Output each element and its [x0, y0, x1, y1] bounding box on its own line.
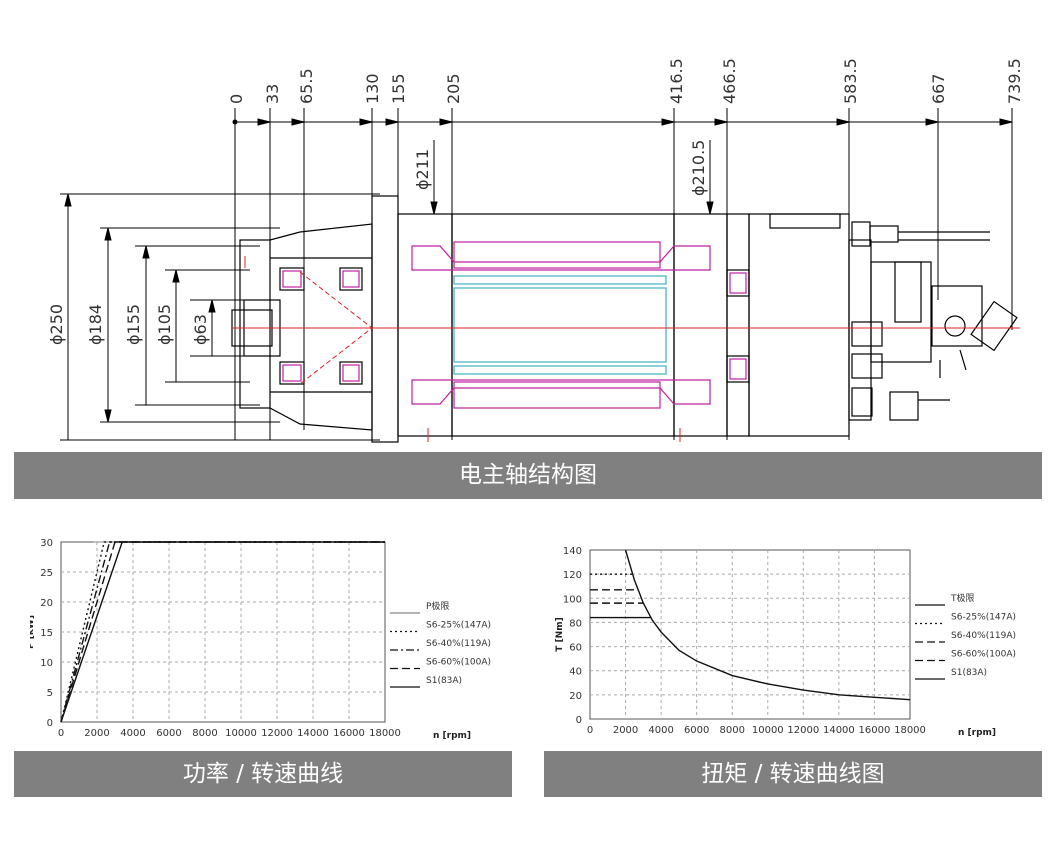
y-axis-label: T [Nm]	[555, 617, 565, 651]
diameter-dimension-lines	[60, 193, 380, 441]
y-tick-label: 10	[40, 658, 53, 669]
series-line	[60, 541, 385, 723]
x-tick-label: 18000	[369, 728, 401, 739]
x-tick-label: 14000	[823, 725, 855, 736]
x-tick-label: 6000	[684, 725, 709, 736]
y-tick-label: 140	[563, 546, 582, 557]
legend-label: T极限	[950, 592, 975, 604]
y-tick-label: 30	[40, 538, 53, 549]
diameter-dim-label: ϕ250	[47, 304, 66, 345]
plot-area	[589, 549, 911, 720]
length-dim-label: 739.5	[1005, 58, 1024, 104]
x-tick-label: 0	[587, 725, 593, 736]
diameter-dim-label: ϕ155	[124, 304, 143, 345]
legend-label: S6-60%(100A)	[426, 658, 491, 668]
x-axis-label: n [rpm]	[433, 731, 471, 741]
bore-dim-label: ϕ210.5	[689, 140, 708, 196]
x-tick-label: 16000	[859, 725, 891, 736]
diameter-dimension-labels: ϕ250 ϕ184 ϕ155 ϕ105 ϕ63	[47, 304, 210, 345]
diameter-dim-label: ϕ105	[155, 304, 174, 345]
power-chart-caption: 功率 / 转速曲线	[14, 751, 512, 797]
length-dim-label: 65.5	[297, 68, 316, 104]
x-tick-label: 8000	[192, 728, 217, 739]
length-dim-label: 0	[227, 94, 246, 104]
x-tick-label: 14000	[297, 728, 329, 739]
legend-label: S1(83A)	[951, 668, 987, 678]
x-tick-label: 18000	[894, 725, 926, 736]
length-dim-label: 155	[389, 73, 408, 104]
y-tick-label: 25	[40, 568, 53, 579]
y-tick-label: 80	[569, 618, 582, 629]
legend-label: S6-40%(119A)	[426, 639, 491, 649]
length-dim-label: 416.5	[667, 58, 686, 104]
legend-label: S6-60%(100A)	[951, 650, 1016, 660]
y-tick-label: 0	[576, 715, 582, 726]
y-tick-label: 40	[569, 667, 582, 678]
rotor	[453, 275, 667, 375]
bore-dimension-callouts	[430, 140, 714, 215]
x-tick-label: 2000	[84, 728, 109, 739]
y-tick-label: 0	[47, 718, 53, 729]
x-tick-label: 12000	[787, 725, 819, 736]
y-tick-label: 5	[47, 688, 53, 699]
x-axis-label: n [rpm]	[958, 728, 996, 738]
x-tick-label: 4000	[120, 728, 145, 739]
diameter-dim-label: ϕ63	[191, 314, 210, 345]
length-dim-label: 466.5	[720, 58, 739, 104]
y-tick-label: 60	[569, 643, 582, 654]
y-tick-label: 20	[569, 691, 582, 702]
legend-label: S6-25%(147A)	[426, 621, 491, 631]
legend-label: S6-25%(147A)	[951, 613, 1016, 623]
length-dim-label: 583.5	[841, 58, 860, 104]
x-tick-label: 4000	[648, 725, 673, 736]
y-tick-label: 100	[563, 594, 582, 605]
x-tick-label: 10000	[752, 725, 784, 736]
y-tick-label: 120	[563, 570, 582, 581]
x-tick-label: 6000	[156, 728, 181, 739]
x-tick-label: 10000	[225, 728, 257, 739]
x-tick-label: 8000	[719, 725, 744, 736]
length-dimension-labels: 0 33 65.5 130 155 205 416.5 466.5 583.5 …	[227, 58, 1024, 104]
spindle-structure-drawing: 0 33 65.5 130 155 205 416.5 466.5 583.5 …	[47, 58, 1024, 443]
length-dim-label: 205	[444, 73, 463, 104]
series-line	[60, 541, 385, 723]
length-dim-label: 667	[929, 73, 948, 104]
centerline	[232, 256, 1020, 442]
legend-label: P极限	[426, 600, 449, 612]
diameter-dim-label: ϕ184	[86, 304, 105, 345]
legend-label: S1(83A)	[426, 676, 462, 686]
x-tick-label: 16000	[333, 728, 365, 739]
y-tick-label: 20	[40, 598, 53, 609]
legend-label: S6-40%(119A)	[951, 631, 1016, 641]
structure-diagram-caption: 电主轴结构图	[14, 452, 1042, 499]
x-tick-label: 12000	[261, 728, 293, 739]
spindle-body	[231, 195, 1018, 443]
x-tick-label: 2000	[613, 725, 638, 736]
power-speed-chart: 0 2000 4000 6000 8000 10000 12000 14000 16000 180…	[30, 538, 491, 741]
torque-chart-caption: 扭矩 / 转速曲线图	[544, 751, 1042, 797]
length-dim-label: 130	[363, 73, 382, 104]
length-dim-label: 33	[263, 84, 282, 104]
bore-dim-label: ϕ211	[413, 149, 432, 190]
y-tick-label: 15	[40, 628, 53, 639]
x-tick-label: 0	[58, 728, 64, 739]
stator-winding	[282, 241, 747, 409]
y-axis-label: P [kW]	[30, 615, 36, 649]
